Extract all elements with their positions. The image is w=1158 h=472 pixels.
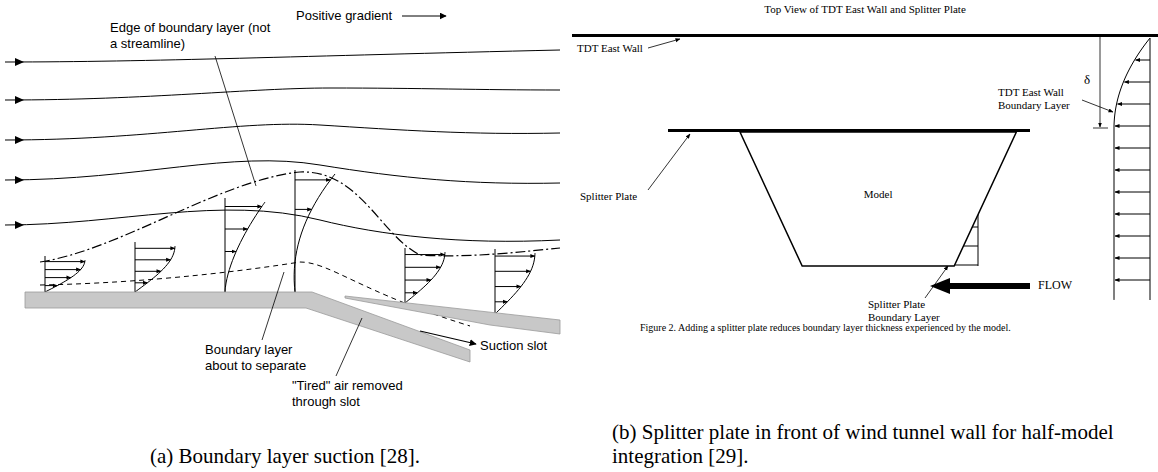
streamlines <box>5 50 560 241</box>
streamline-arrowhead <box>15 176 24 184</box>
streamline-arrowhead <box>15 221 24 229</box>
gradient-arrow <box>402 16 446 17</box>
callout-label: Positive gradient <box>296 8 400 24</box>
velocity-arrow <box>45 277 71 278</box>
streamlines <box>5 210 560 241</box>
suction-arrow <box>420 331 476 344</box>
part-label: Splitter Plate <box>580 190 660 203</box>
velocity-arrow <box>1115 236 1150 237</box>
part-label: Splitter Plate Boundary Layer <box>868 298 958 324</box>
dimension-label: δ <box>1084 72 1098 88</box>
velocity-arrow <box>495 256 535 257</box>
leader-line <box>648 39 1113 298</box>
velocity-arrow <box>1124 82 1150 83</box>
flow-label: FLOW <box>1038 278 1078 292</box>
figure-caption: (b) Splitter plate in front of wind tunn… <box>612 420 1152 468</box>
velocity-arrow <box>405 292 417 293</box>
profile-axis <box>405 248 406 303</box>
leader-line <box>215 56 256 186</box>
streamlines <box>5 124 560 140</box>
dimension-line <box>1093 128 1108 129</box>
leader-line <box>262 272 284 340</box>
velocity-arrow <box>495 301 507 302</box>
leader-line <box>1082 100 1113 112</box>
model-trapezoid: Model <box>740 132 1016 266</box>
velocity-arrow <box>45 285 57 286</box>
leader-line <box>648 39 680 48</box>
velocity-arrow <box>1115 148 1150 149</box>
profile-axis <box>495 249 496 314</box>
streamline-arrowhead <box>15 58 24 229</box>
streamlines <box>5 161 560 184</box>
profile-axis <box>225 198 226 292</box>
callout-label: Suction slot <box>480 338 556 354</box>
callout-label: Boundary layer about to separate <box>205 342 320 373</box>
velocity-arrow <box>295 209 312 210</box>
callout-label: Edge of boundary layer (not a streamline… <box>110 20 280 51</box>
velocity-arrow <box>1115 214 1150 215</box>
velocity-arrow <box>135 259 171 260</box>
profile-axis <box>135 242 136 292</box>
profile-curve <box>1114 38 1150 300</box>
dimension-line <box>1100 38 1101 127</box>
velocity-arrow <box>135 248 175 249</box>
streamline-arrowhead <box>15 96 24 104</box>
velocity-arrow <box>1115 170 1150 171</box>
velocity-arrow <box>135 282 147 283</box>
velocity-arrow <box>135 271 161 272</box>
velocity-arrow <box>495 286 521 287</box>
streamlines <box>5 50 560 62</box>
part-label: TDT East Wall <box>577 42 649 55</box>
velocity-arrow <box>225 251 236 252</box>
velocity-arrow <box>1115 258 1150 259</box>
velocity-arrow <box>45 261 85 262</box>
profile-curve <box>294 174 335 292</box>
profile-curve <box>135 246 175 292</box>
velocity-arrow <box>45 269 81 270</box>
velocity-arrow <box>1136 60 1150 61</box>
boundary-layer-edge <box>40 172 560 262</box>
flow-arrow <box>930 278 1030 294</box>
streamline-arrowhead <box>15 58 24 66</box>
velocity-arrow <box>405 267 441 268</box>
velocity-arrow <box>405 254 445 255</box>
profile-axis <box>1150 38 1151 300</box>
node-label: Model <box>740 188 1016 200</box>
velocity-arrow <box>405 280 431 281</box>
velocity-arrow <box>1115 192 1150 193</box>
profile-curve <box>405 252 445 303</box>
dimension-line <box>928 38 1108 147</box>
figure-caption: (a) Boundary layer suction [28]. <box>110 444 460 468</box>
callout-label: "Tired" air removed through slot <box>292 378 427 409</box>
streamline-arrowhead <box>15 136 24 144</box>
velocity-arrow <box>1118 104 1150 105</box>
figure-caption: Figure 2. Adding a splitter plate reduce… <box>640 322 1110 334</box>
wall-surface <box>25 292 560 362</box>
leader-line <box>215 56 362 376</box>
wall-surface <box>345 296 560 334</box>
profile-curve <box>495 253 535 314</box>
velocity-arrow <box>225 229 248 230</box>
model-outline <box>740 132 1016 266</box>
velocity-arrow <box>495 271 531 272</box>
leader-line <box>336 318 362 376</box>
tunnel-wall <box>572 34 1158 37</box>
velocity-arrow <box>225 206 262 207</box>
velocity-arrow <box>1115 126 1150 127</box>
streamlines <box>5 88 560 100</box>
panel-title: Top View of TDT East Wall and Splitter P… <box>715 3 1015 16</box>
velocity-arrow <box>1115 280 1150 281</box>
profile-curve <box>225 202 265 292</box>
profile-curve <box>45 260 85 292</box>
part-label: TDT East Wall Boundary Layer <box>998 86 1082 112</box>
velocity-arrow <box>295 179 330 180</box>
leader-line <box>648 134 690 190</box>
